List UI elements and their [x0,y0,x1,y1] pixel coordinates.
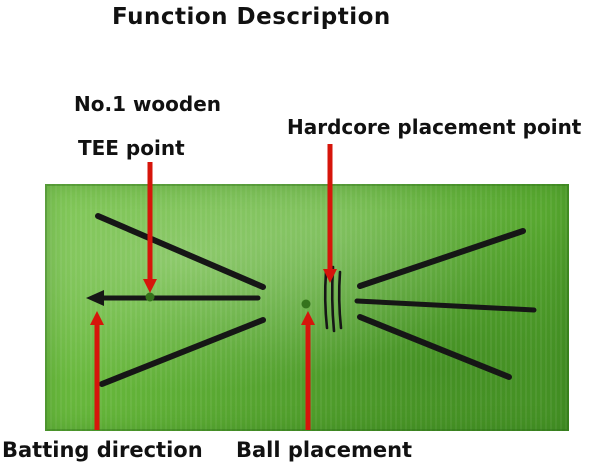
golf-training-mat [45,184,569,431]
page-title: Function Description [112,4,391,30]
ball-placement-label: Ball placement [236,438,413,462]
hardcore-placement-label: Hardcore placement point [287,115,582,139]
tee-point-label-line1: No.1 wooden [74,92,222,116]
tee-point-label-line2: TEE point [78,136,185,160]
batting-direction-label: Batting direction [2,438,203,462]
